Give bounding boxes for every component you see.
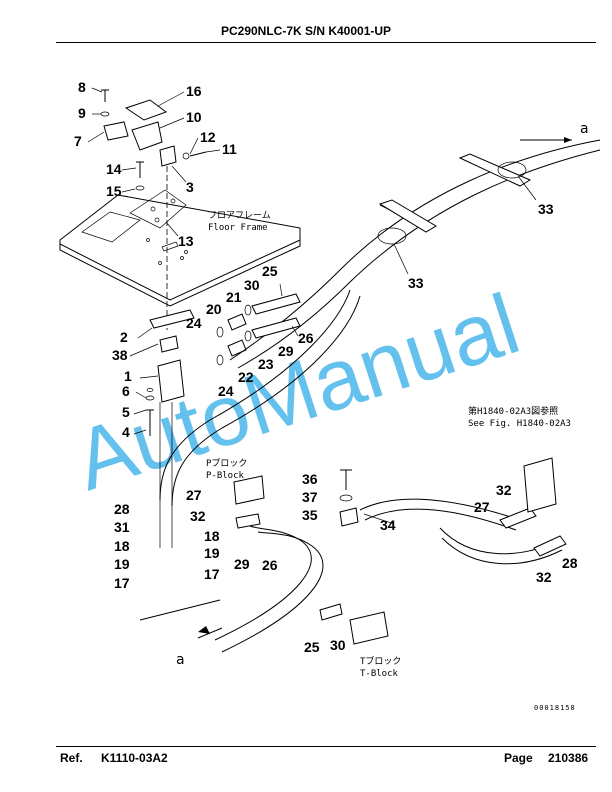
callout-30-bottom: 30 <box>330 637 346 653</box>
see-fig-label-en: See Fig. H1840-02A3 <box>468 419 571 429</box>
callout-19-left: 19 <box>114 556 130 572</box>
callout-7: 7 <box>74 133 82 149</box>
callout-21: 21 <box>226 289 242 305</box>
callout-27-right: 27 <box>474 499 490 515</box>
callout-2: 2 <box>120 329 128 345</box>
page-title: PC290NLC-7K S/N K40001-UP <box>220 24 392 38</box>
callout-4: 4 <box>122 424 130 440</box>
p-block-label-jp: Pブロック <box>206 457 247 469</box>
page-value: 210386 <box>548 751 589 765</box>
callout-16: 16 <box>186 83 202 99</box>
callout-36: 36 <box>302 471 318 487</box>
hose-bundle <box>159 139 601 507</box>
callout-17-mid: 17 <box>204 566 220 582</box>
callout-30-top: 30 <box>244 277 260 293</box>
arrow-a-top-label: a <box>580 121 589 137</box>
p-block-label-en: P-Block <box>206 471 245 481</box>
callout-22: 22 <box>238 369 254 385</box>
header-rule <box>56 42 596 43</box>
arrow-a-bottom <box>197 626 223 639</box>
callout-13: 13 <box>178 233 194 249</box>
floor-plate <box>59 189 301 307</box>
callout-34: 34 <box>380 517 396 533</box>
floor-frame-label-en: Floor Frame <box>208 223 268 233</box>
lower-hoses <box>139 139 572 653</box>
callout-33-a: 33 <box>538 201 554 217</box>
leader-lines <box>87 87 537 525</box>
callout-20: 20 <box>206 301 222 317</box>
callout-28-right: 32 <box>536 569 552 585</box>
callout-18-mid: 18 <box>204 528 220 544</box>
callout-31-left: 31 <box>114 519 130 535</box>
callout-11: 11 <box>222 141 237 157</box>
callout-24-top: 24 <box>186 315 202 331</box>
callout-32-right: 32 <box>496 482 512 498</box>
callout-29-top: 29 <box>278 343 294 359</box>
footer-rule <box>56 746 596 747</box>
callout-10: 10 <box>186 109 202 125</box>
arrow-a-bottom-label: a <box>176 652 185 668</box>
callout-26-mid: 26 <box>262 557 278 573</box>
callout-37: 37 <box>302 489 318 505</box>
callout-8: 8 <box>78 79 86 95</box>
callout-33-b: 33 <box>408 275 424 291</box>
see-fig-label-jp: 第H1840-02A3図参照 <box>468 405 558 417</box>
arrow-a-top <box>548 137 572 143</box>
callout-26-top: 26 <box>298 330 314 346</box>
callout-15: 15 <box>106 183 122 199</box>
callout-6: 6 <box>122 383 130 399</box>
page-label: Page <box>504 751 533 765</box>
floor-frame-label-jp: フロアフレーム <box>208 210 271 221</box>
ref-label: Ref. <box>60 751 83 765</box>
t-block-label-jp: Tブロック <box>360 655 401 667</box>
callout-17-left: 17 <box>114 575 130 591</box>
callout-5: 5 <box>122 404 130 420</box>
callout-12: 12 <box>200 129 216 145</box>
callout-3: 3 <box>186 179 194 195</box>
watermark-text: AutoManual <box>64 276 530 509</box>
callout-35: 35 <box>302 507 318 523</box>
callout-27-mid: 27 <box>186 487 202 503</box>
pedal-assembly <box>100 89 207 330</box>
callout-24-mid: 24 <box>218 383 234 399</box>
pedal-valve <box>145 309 195 548</box>
callout-18-left: 18 <box>114 538 130 554</box>
callout-9: 9 <box>78 105 86 121</box>
callout-25-top: 25 <box>262 263 278 279</box>
drawing-number: 00018158 <box>534 704 576 712</box>
t-block-label-en: T-Block <box>360 669 399 679</box>
callout-29-mid: 29 <box>234 556 250 572</box>
callout-38: 38 <box>112 347 128 363</box>
callout-23: 23 <box>258 356 274 372</box>
callout-1: 1 <box>124 368 132 384</box>
callout-25-bottom: 25 <box>304 639 320 655</box>
fittings-upper <box>216 304 252 366</box>
ref-value: K1110-03A2 <box>101 751 168 765</box>
callout-28-left: 28 <box>114 501 130 517</box>
callout-19-mid: 19 <box>204 545 220 561</box>
callout-31-right: 28 <box>562 555 578 571</box>
callout-32-mid: 32 <box>190 508 206 524</box>
callout-14: 14 <box>106 161 122 177</box>
